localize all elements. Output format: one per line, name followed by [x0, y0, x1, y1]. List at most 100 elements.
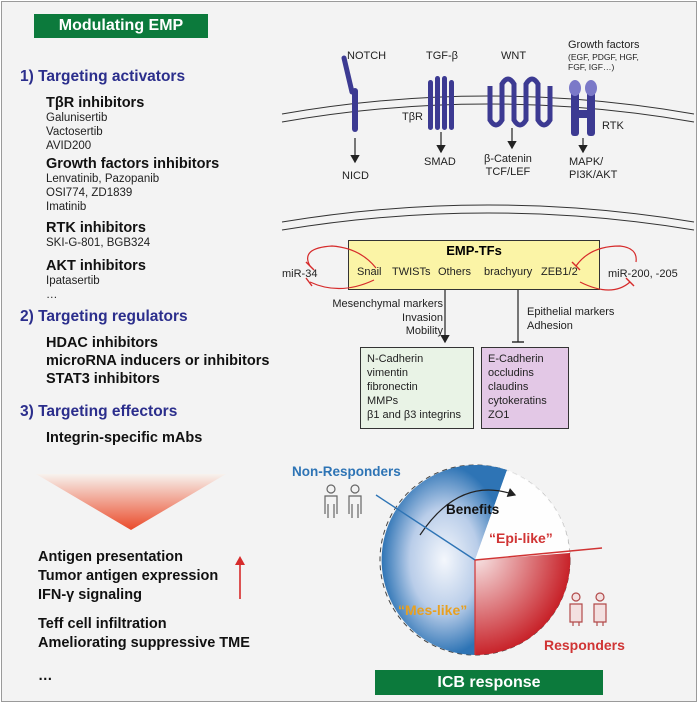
- outcomes-list-2: Teff cell infiltration Ameliorating supp…: [38, 615, 250, 653]
- mesenchymal-effects: Mesenchymal markers Invasion Mobility: [305, 298, 443, 339]
- nicd-label: NICD: [342, 170, 369, 182]
- modulating-emp-banner: Modulating EMP: [34, 14, 208, 38]
- emp-tfs-title: EMP-TFs: [446, 243, 502, 258]
- epi-effect-item: Epithelial markers: [527, 306, 615, 318]
- growth-factor-inhibitors-heading: Growth factors inhibitors: [46, 156, 220, 172]
- drug-item: Imatinib: [46, 201, 87, 213]
- epi-marker: occludins: [488, 367, 534, 379]
- rtk-receptor-icon: [569, 80, 597, 136]
- notch-receptor-icon: [341, 55, 358, 132]
- mir-34-label: miR-34: [282, 268, 318, 280]
- section-activators-title: 1) Targeting activators: [20, 68, 186, 85]
- epi-like-label: “Epi-like”: [489, 530, 553, 546]
- drug-item: AVID200: [46, 140, 92, 152]
- mir200-feedback-arc: [579, 281, 631, 291]
- mes-marker: vimentin: [367, 367, 408, 379]
- tcf-lef-label: TCF/LEF: [485, 166, 531, 178]
- epi-marker: ZO1: [488, 409, 510, 421]
- drug-item: Ipatasertib: [46, 275, 100, 287]
- outcome-item: Tumor antigen expression: [38, 568, 219, 584]
- beta-catenin-label: β-Catenin: [484, 153, 532, 165]
- mesenchymal-markers-box: N-Cadherin vimentin fibronectin MMPs β1 …: [360, 347, 474, 429]
- outcomes-list: Antigen presentation Tumor antigen expre…: [38, 548, 218, 605]
- akt-inhibitors-list: Ipatasertib …: [46, 274, 100, 302]
- epi-marker: cytokeratins: [488, 395, 547, 407]
- rtk-inhibitors-heading: RTK inhibitors: [46, 220, 146, 236]
- tgfb-label: TGF-β: [426, 50, 458, 62]
- tf-brachyury: brachyury: [484, 266, 533, 278]
- rtk-inhibitors-list: SKI-G-801, BGB324: [46, 236, 150, 250]
- mir34-repress-arc: [307, 245, 377, 269]
- mes-effect-item: Mesenchymal markers: [332, 298, 443, 310]
- tf-twists: TWISTs: [392, 266, 431, 278]
- regulator-item: microRNA inducers or inhibitors: [46, 353, 270, 369]
- mes-marker: fibronectin: [367, 381, 418, 393]
- outcome-item: Teff cell infiltration: [38, 616, 167, 632]
- effector-item: Integrin-specific mAbs: [46, 430, 203, 446]
- responders-label: Responders: [544, 637, 625, 653]
- mes-effect-item: Mobility: [405, 325, 443, 337]
- section-regulators-title: 2) Targeting regulators: [20, 308, 188, 325]
- drug-item: SKI-G-801, BGB324: [46, 237, 151, 249]
- growth-factors-examples: (EGF, PDGF, HGF, FGF, IGF…): [568, 52, 639, 72]
- drug-item: Vactosertib: [46, 126, 103, 138]
- non-responders-label: Non-Responders: [292, 464, 401, 479]
- smad-label: SMAD: [424, 156, 456, 168]
- outcomes-ellipsis: …: [38, 668, 53, 684]
- tbr-receptor-icon: [428, 76, 454, 130]
- mes-marker: MMPs: [367, 395, 399, 407]
- regulator-item: HDAC inhibitors: [46, 335, 158, 351]
- mir-200-205-label: miR-200, -205: [608, 268, 678, 280]
- tf-snail: Snail: [357, 266, 382, 278]
- icb-response-circle: [375, 464, 603, 656]
- mir34-feedback-arc: [309, 279, 375, 290]
- regulator-item: STAT3 inhibitors: [46, 371, 160, 387]
- responder-divider-line: [474, 547, 603, 561]
- mir200-repress-arc: [575, 245, 637, 267]
- epi-marker: claudins: [488, 381, 529, 393]
- rtk-label: RTK: [602, 120, 624, 132]
- signaling-pathways: [281, 55, 695, 231]
- drug-item: Galunisertib: [46, 112, 108, 124]
- tf-zeb: ZEB1/2: [541, 266, 578, 278]
- responder-region: [475, 553, 571, 656]
- notch-label: NOTCH: [347, 50, 387, 62]
- section-effectors-title: 3) Targeting effectors: [20, 403, 178, 420]
- epithelial-effects: Epithelial markers Adhesion: [527, 306, 614, 333]
- growth-factors-examples-line2: FGF, IGF…): [568, 62, 615, 72]
- non-responders-people-icon: [324, 484, 362, 518]
- growth-factors-label: Growth factors: [568, 39, 640, 51]
- drug-item: Lenvatinib, Pazopanib: [46, 173, 160, 185]
- tf-others: Others: [438, 266, 472, 278]
- drug-item: OSI774, ZD1839: [46, 187, 133, 199]
- benefits-label: Benefits: [446, 502, 500, 517]
- responders-people-icon: [569, 592, 607, 626]
- mes-marker: β1 and β3 integrins: [367, 409, 461, 421]
- mes-effect-item: Invasion: [402, 311, 443, 324]
- wnt-frizzled-receptor-icon: [487, 76, 553, 128]
- epi-marker: E-Cadherin: [488, 353, 544, 365]
- growth-factors-examples-line1: (EGF, PDGF, HGF,: [568, 52, 639, 62]
- wnt-targets: β-Catenin TCF/LEF: [484, 153, 532, 179]
- epi-like-region: [475, 470, 570, 560]
- emp-regulation-arrows: [305, 245, 637, 344]
- outcome-item: Ameliorating suppressive TME: [38, 635, 250, 651]
- epithelial-markers-box: E-Cadherin occludins claudins cytokerati…: [481, 347, 569, 429]
- mes-like-region: [381, 465, 507, 655]
- mes-like-label: “Mes-like”: [398, 602, 468, 618]
- icb-response-banner: ICB response: [375, 670, 603, 695]
- tbr-inhibitors-list: Galunisertib Vactosertib AVID200: [46, 111, 107, 153]
- outcome-item: Antigen presentation: [38, 549, 184, 565]
- epi-effect-item: Adhesion: [527, 319, 573, 332]
- tbr-inhibitors-heading: TβR inhibitors: [46, 95, 145, 111]
- pi3k-akt-label: PI3K/AKT: [569, 169, 618, 181]
- non-responder-divider-line: [375, 494, 476, 561]
- drug-item: …: [46, 289, 58, 301]
- growth-factor-inhibitors-list: Lenvatinib, Pazopanib OSI774, ZD1839 Ima…: [46, 172, 159, 214]
- mes-marker: N-Cadherin: [367, 353, 424, 365]
- akt-inhibitors-heading: AKT inhibitors: [46, 258, 146, 274]
- nuclear-membrane-inner: [281, 212, 695, 231]
- increase-arrow-icon: [235, 556, 245, 599]
- emp-tfs-box: [348, 240, 600, 290]
- nuclear-membrane-outer: [281, 204, 695, 223]
